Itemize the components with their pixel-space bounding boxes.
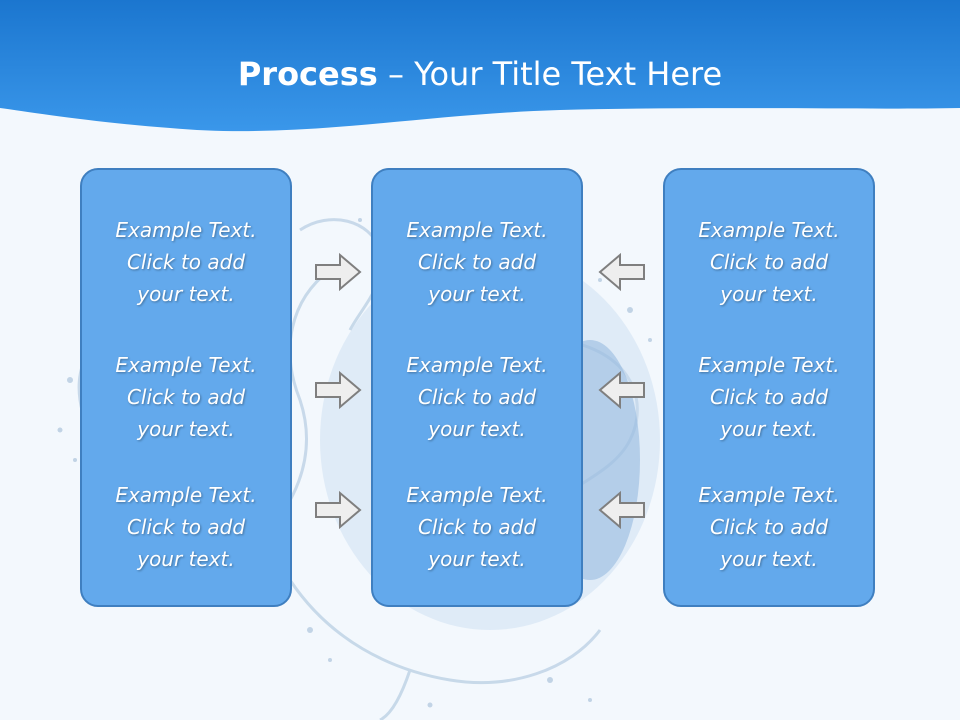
arrow-right-icon[interactable]	[314, 252, 362, 292]
text-line: Example Text.	[115, 353, 257, 377]
arrow-left-icon[interactable]	[598, 370, 646, 410]
text-line: Click to add	[709, 515, 829, 539]
text-line: your text.	[137, 282, 235, 306]
text-line: Click to add	[709, 250, 829, 274]
arrow-right-icon[interactable]	[314, 370, 362, 410]
text-block[interactable]: Example Text. Click to add your text.	[373, 479, 581, 575]
arrow-left-icon[interactable]	[598, 252, 646, 292]
arrow-right-icon[interactable]	[314, 490, 362, 530]
text-block[interactable]: Example Text. Click to add your text.	[82, 349, 290, 445]
text-block[interactable]: Example Text. Click to add your text.	[665, 349, 873, 445]
header-wave	[0, 0, 960, 132]
text-line: Click to add	[417, 385, 537, 409]
arrow-left-icon[interactable]	[598, 490, 646, 530]
text-line: your text.	[428, 547, 526, 571]
text-line: your text.	[720, 282, 818, 306]
text-line: Example Text.	[115, 483, 257, 507]
text-line: your text.	[137, 547, 235, 571]
text-line: Example Text.	[406, 483, 548, 507]
process-box-right[interactable]: Example Text. Click to add your text. Ex…	[663, 168, 875, 607]
text-line: Example Text.	[698, 353, 840, 377]
process-box-left[interactable]: Example Text. Click to add your text. Ex…	[80, 168, 292, 607]
text-line: Click to add	[417, 250, 537, 274]
process-box-center[interactable]: Example Text. Click to add your text. Ex…	[371, 168, 583, 607]
text-block[interactable]: Example Text. Click to add your text.	[665, 479, 873, 575]
text-line: Example Text.	[406, 353, 548, 377]
text-block[interactable]: Example Text. Click to add your text.	[373, 349, 581, 445]
text-line: Example Text.	[115, 218, 257, 242]
title-rest: – Your Title Text Here	[377, 55, 723, 93]
text-line: your text.	[428, 282, 526, 306]
text-line: Click to add	[126, 515, 246, 539]
text-line: Example Text.	[698, 483, 840, 507]
text-block[interactable]: Example Text. Click to add your text.	[665, 214, 873, 310]
text-line: your text.	[720, 547, 818, 571]
text-line: your text.	[720, 417, 818, 441]
text-line: your text.	[137, 417, 235, 441]
text-line: your text.	[428, 417, 526, 441]
text-line: Example Text.	[406, 218, 548, 242]
text-block[interactable]: Example Text. Click to add your text.	[373, 214, 581, 310]
text-block[interactable]: Example Text. Click to add your text.	[82, 479, 290, 575]
text-line: Click to add	[126, 250, 246, 274]
page-title: Process – Your Title Text Here	[0, 52, 960, 96]
text-block[interactable]: Example Text. Click to add your text.	[82, 214, 290, 310]
text-line: Example Text.	[698, 218, 840, 242]
title-bold: Process	[237, 55, 378, 93]
text-line: Click to add	[417, 515, 537, 539]
text-line: Click to add	[126, 385, 246, 409]
text-line: Click to add	[709, 385, 829, 409]
